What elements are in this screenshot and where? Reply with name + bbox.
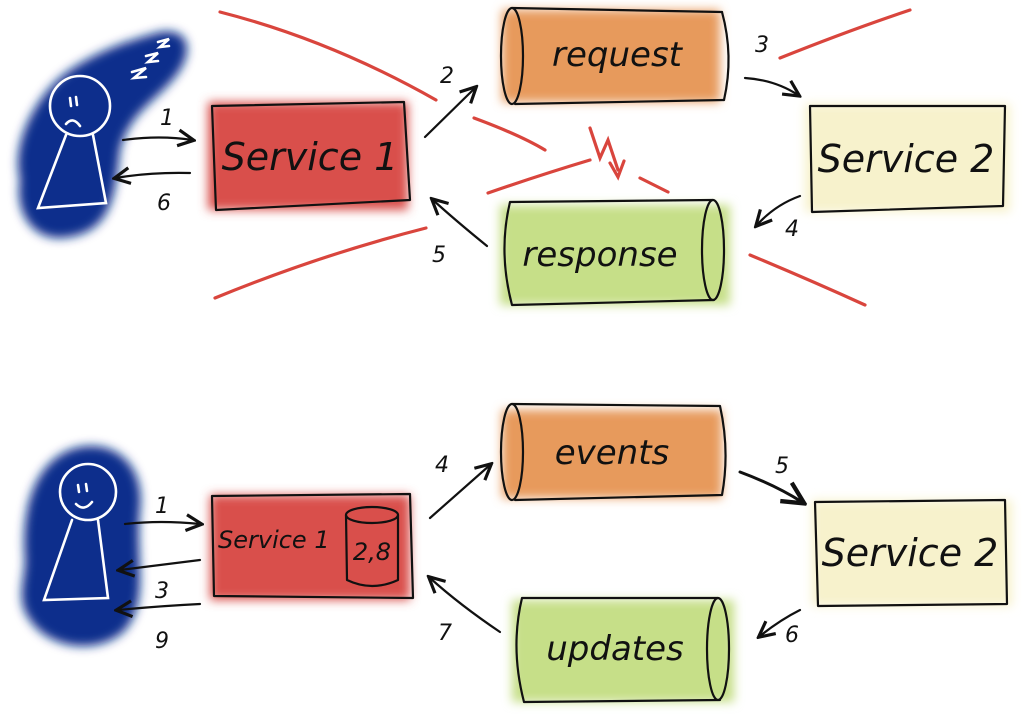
arrow-step-4 [757,194,802,225]
top-service1: Service 1 [208,100,412,212]
response-cylinder [503,198,716,307]
arrow-step-4 [428,465,490,520]
arrow-step-5 [738,470,802,502]
request-cylinder-back [720,10,730,102]
arrow-step-3 [743,76,798,95]
database-icon: 2,8 [344,505,400,588]
response-label: response [522,235,677,275]
updates-fill [512,600,734,702]
request-fill [502,10,720,102]
arrow-step-5 [433,200,489,248]
bottom-diagram: Service 1 2,8 events Service 2 updates [21,402,1012,704]
step-3-label: 3 [155,579,169,604]
step-4-label: 4 [435,453,449,478]
step-6-label: 6 [785,623,799,648]
service2-border [808,104,1007,214]
service2-label: Service 2 [822,531,999,575]
events-cylinder [510,402,727,502]
service1-label: Service 1 [218,526,330,554]
updates-cylinder [515,596,722,704]
response-fill [500,205,730,305]
step-5-label: 5 [432,243,446,268]
arrow-step-6 [116,173,192,178]
step-1-label: 1 [160,106,174,131]
service1-border [210,100,412,212]
sleeping-user: zzz [18,31,188,239]
user-body [42,518,110,602]
happy-user [21,445,141,647]
bottom-events-queue: events [499,402,727,502]
events-fill [502,410,722,498]
top-diagram: zzz Service 1 request Service 2 [18,6,1010,307]
sad-face-icon [64,95,82,128]
service1-fill [210,495,410,600]
zzz-icon: zzz [130,37,171,80]
arrow-step-1 [121,138,192,141]
top-service2: Service 2 [805,104,1010,214]
arrow-step-1 [123,522,200,524]
service2-fill [805,104,1010,212]
bottom-updates-queue: updates [512,596,734,704]
step-1-label: 1 [155,494,169,519]
step-9-label: 9 [155,629,169,654]
user-head [48,74,112,138]
service2-border [813,498,1009,608]
arrow-step-7 [430,578,502,634]
events-cylinder-end [499,402,525,502]
user-body [36,133,108,210]
cross-out-lines [213,8,912,307]
step-4-label: 4 [785,217,799,242]
step-7-label: 7 [438,621,452,646]
bottom-service2: Service 2 [812,498,1012,608]
request-label: request [552,35,684,75]
service2-label: Service 2 [818,137,995,181]
step-5-label: 5 [775,454,789,479]
request-cylinder-end [499,6,525,106]
service1-border [210,492,415,600]
top-response-queue: response [500,198,730,307]
user-head [58,462,118,522]
top-request-queue: request [499,6,730,106]
updates-cylinder-end [705,596,731,702]
events-label: events [555,433,670,473]
database-label: 2,8 [353,538,391,566]
response-cylinder-end [700,198,726,302]
service2-fill [812,500,1012,606]
happy-face-icon [74,482,94,509]
request-cylinder [510,6,726,106]
arrow-step-9 [118,604,202,610]
arrow-step-6 [760,608,802,636]
arrow-step-3 [120,558,202,570]
arrow-step-2 [423,88,475,139]
service1-label: Service 1 [222,135,399,179]
service1-fill [208,102,408,210]
step-3-label: 3 [755,33,769,58]
step-2-label: 2 [440,64,454,89]
bottom-service1: Service 1 2,8 [210,492,415,600]
updates-label: updates [546,629,684,669]
user-blob [21,445,141,647]
step-6-label: 6 [157,191,171,216]
